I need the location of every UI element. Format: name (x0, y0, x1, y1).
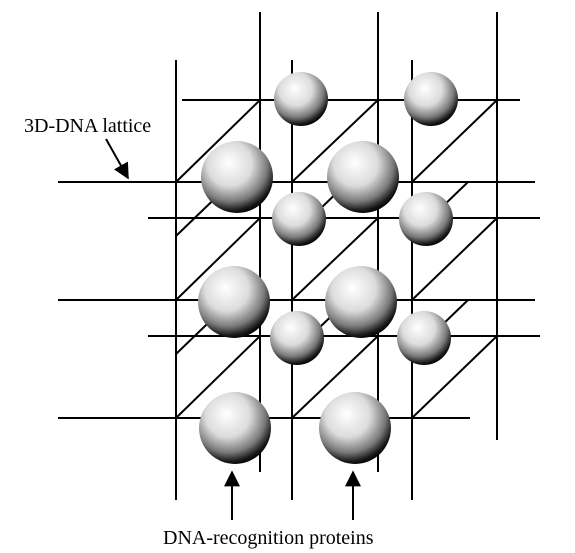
sphere-front-1 (201, 141, 273, 213)
diagonal-6 (411, 217, 498, 301)
back-layer-spheres (270, 72, 458, 365)
sphere-back-1 (274, 72, 328, 126)
sphere-back-4 (399, 192, 453, 246)
sphere-front-2 (327, 141, 399, 213)
diagonal-4 (175, 217, 261, 301)
diagonal-2 (291, 99, 379, 183)
diagonal-3 (411, 99, 498, 183)
diagonal-9 (411, 335, 498, 419)
diagonal-5 (291, 217, 379, 301)
sphere-front-4 (325, 266, 397, 338)
proteins-label: DNA-recognition proteins (163, 527, 374, 549)
lattice-label: 3D-DNA lattice (24, 115, 151, 137)
sphere-front-6 (319, 392, 391, 464)
sphere-back-2 (404, 72, 458, 126)
sphere-back-5 (270, 311, 324, 365)
sphere-back-3 (272, 192, 326, 246)
sphere-front-5 (199, 392, 271, 464)
lattice-arrow (105, 138, 129, 180)
diagonal-7 (175, 335, 261, 419)
diagonal-8 (291, 335, 379, 419)
sphere-back-6 (397, 311, 451, 365)
sphere-front-3 (198, 266, 270, 338)
front-layer-spheres (198, 141, 399, 464)
diagonal-1 (175, 99, 261, 183)
